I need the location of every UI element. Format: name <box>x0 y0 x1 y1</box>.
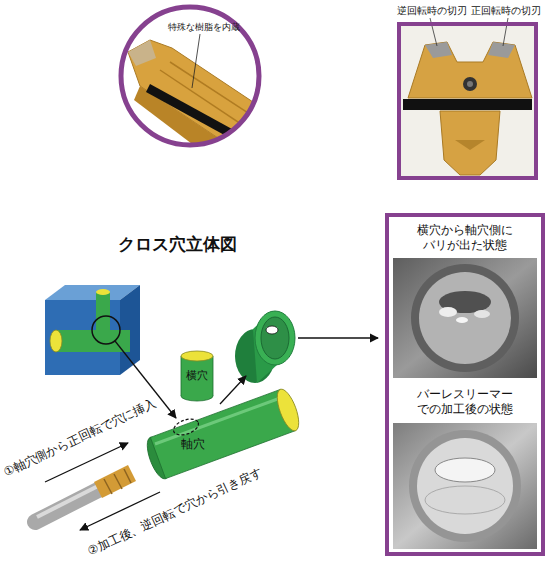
cross-hole-opening <box>435 458 495 482</box>
cutter-lower <box>440 111 500 175</box>
cylinder-body <box>150 389 295 478</box>
axial-hole-end <box>50 330 62 352</box>
circle-frame <box>121 7 259 145</box>
cross-hole-inside <box>96 292 110 332</box>
retract-arrow <box>80 492 160 530</box>
cutting-edge <box>425 42 452 58</box>
leader-arrow <box>220 376 246 404</box>
edge-label: 逆回転時の切刃 <box>397 5 469 18</box>
leader-line <box>192 34 200 88</box>
cylinder-label: 横穴 <box>180 369 214 383</box>
reamer-shank <box>35 489 100 522</box>
photo-caption: 横穴から軸穴側にバリが出た状態 <box>415 223 515 253</box>
insert-arrow <box>45 443 128 482</box>
bore-wall <box>419 272 511 364</box>
cylinder-face <box>273 387 303 434</box>
ring-bore <box>261 317 289 359</box>
burr <box>456 317 468 323</box>
coolant-hole <box>463 77 477 91</box>
photo-caption: バーレスリーマーでの加工後の状態 <box>415 387 515 417</box>
cutting-edge <box>488 42 515 58</box>
head-flute <box>114 474 122 489</box>
cutter-upper <box>408 42 532 98</box>
leader-arrow <box>298 337 378 338</box>
detail-circle: 特殊な樹脂を内蔵 <box>118 4 262 148</box>
photo-background <box>393 423 537 549</box>
cross-opening <box>266 326 278 334</box>
cross-hole-cylinder: 横穴 <box>180 350 214 402</box>
work-block <box>45 285 140 375</box>
burrless-reamer <box>35 469 132 522</box>
finished-photo <box>393 423 537 549</box>
head-flute <box>124 469 131 483</box>
head-flute <box>104 479 112 494</box>
callout-text: 特殊な樹脂を内蔵 <box>168 22 258 33</box>
cylinder-body <box>181 356 213 396</box>
cylinder-side <box>213 356 214 396</box>
resin-slot <box>403 99 532 110</box>
focus-circle <box>92 316 120 344</box>
cylinder-top <box>181 351 213 361</box>
cylinder-highlight <box>155 397 283 444</box>
ring-front <box>255 311 295 365</box>
shank-highlight <box>37 485 100 517</box>
section-background <box>401 26 534 176</box>
axial-hole-cylinder: 軸穴 <box>135 380 310 490</box>
bore-wall <box>417 438 513 534</box>
step-note: ①軸穴側から正回転で穴に挿入 <box>1 395 159 481</box>
node-outline <box>135 380 310 490</box>
cylinder-label: 軸穴 <box>173 437 213 452</box>
resin-tool-closeup <box>121 7 268 150</box>
burr-photo <box>393 258 537 378</box>
leader-arrow <box>115 341 176 418</box>
bore-rim <box>411 264 519 372</box>
photo-panel: 横穴から軸穴側にバリが出た状態バーレスリーマーでの加工後の状態 <box>385 213 545 556</box>
burr <box>439 307 457 317</box>
burr <box>474 310 490 318</box>
bore-rim <box>409 430 521 542</box>
photo-background <box>393 258 537 378</box>
axial-hole-inside <box>56 330 130 352</box>
intersection-ring <box>235 311 295 383</box>
intersection-mark <box>171 416 200 438</box>
photo-panel-background <box>385 213 545 556</box>
cutter-section-box: 逆回転時の切刃正回転時の切刃 <box>397 22 538 180</box>
diagram-title: クロス穴立体図 <box>118 233 237 256</box>
step-note: ②加工後、逆回転で穴から引き戻す <box>85 464 265 560</box>
tool-tip <box>128 40 156 66</box>
cylinder-side <box>181 356 182 396</box>
bore-ring <box>425 486 505 514</box>
coolant-hole-inner <box>467 81 473 87</box>
cross-hole-end <box>96 289 110 295</box>
edge-label: 正回転時の切刃 <box>471 5 543 18</box>
tool-flute <box>170 62 268 126</box>
cutter-notch <box>455 140 485 150</box>
